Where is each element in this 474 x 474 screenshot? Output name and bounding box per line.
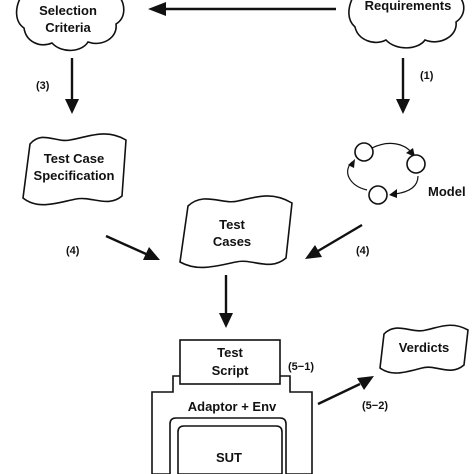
step-5-1-label: (5−1) [288,361,314,373]
test-case-spec-shape [22,133,127,206]
arrow-adaptor-to-verdicts [317,376,374,406]
test-case-specification-node: Test Case Specification [22,133,127,206]
step-4-right-label: (4) [356,245,370,257]
test-script-label-2: Script [212,363,250,378]
arrow-criteria-to-spec [65,58,79,114]
sut-shape [177,425,283,474]
verdicts-shape [379,324,469,374]
test-cases-shape [179,195,293,269]
arrow-spec-to-test-cases [105,234,160,260]
test-case-spec-label-1: Test Case [44,151,104,166]
sut-node: SUT [177,425,283,474]
selection-criteria-cloud: Selection Criteria [15,0,125,52]
verdicts-node: Verdicts [379,324,469,374]
selection-criteria-label-2: Criteria [45,20,91,35]
selection-criteria-cloud-shape [15,0,125,52]
step-5-2-label: (5−2) [362,400,388,412]
selection-criteria-label-1: Selection [39,3,97,18]
adaptor-env-label: Adaptor + Env [188,399,277,414]
requirements-cloud: Requirements [348,0,465,49]
sut-label: SUT [216,450,242,465]
test-script-label-1: Test [217,345,243,360]
test-script-node: Test Script [179,339,281,385]
requirements-label: Requirements [365,0,452,13]
model-state-diagram-icon [347,142,426,205]
arrow-requirements-to-criteria [148,2,336,16]
test-cases-label-2: Cases [213,234,251,249]
test-case-spec-label-2: Specification [34,168,115,183]
model-label: Model [428,184,466,199]
verdicts-label: Verdicts [399,340,450,355]
adaptor-env-node: Adaptor + Env [151,375,313,474]
arrow-model-to-test-cases [305,223,363,259]
step-4-left-label: (4) [66,245,80,257]
arrow-requirements-to-model [396,58,410,114]
model-node: Model [347,142,466,205]
step-1-label: (1) [420,70,434,82]
test-cases-node: Test Cases [179,195,293,269]
step-3-label: (3) [36,80,50,92]
test-script-box [179,339,281,385]
test-cases-label-1: Test [219,217,245,232]
arrow-test-cases-to-script [219,275,233,328]
adaptor-env-shape [151,375,313,474]
requirements-cloud-shape [348,0,465,49]
